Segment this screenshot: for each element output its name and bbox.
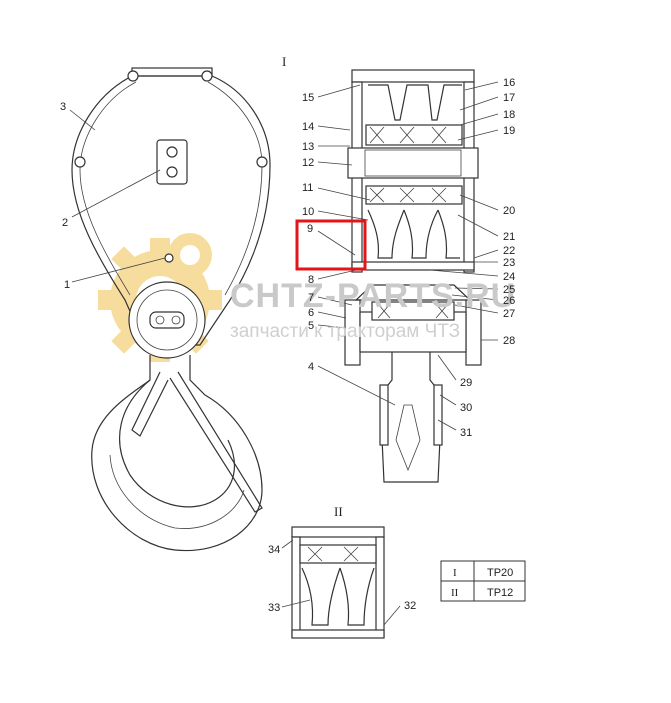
callout-23[interactable]: 23 [503,257,515,269]
legend-table: I ТР20 II ТР12 [440,560,526,602]
callout-26[interactable]: 26 [503,295,515,307]
callout-19[interactable]: 19 [503,125,515,137]
legend-row-2-model: ТР12 [487,587,513,599]
highlight-box [295,219,367,271]
callout-32[interactable]: 32 [404,600,416,612]
callout-13[interactable]: 13 [302,141,314,153]
callout-21[interactable]: 21 [503,231,515,243]
callout-numbers: 3 2 1 15 14 13 12 11 10 9 8 7 6 5 4 16 1… [60,77,515,614]
callout-20[interactable]: 20 [503,205,515,217]
callout-27[interactable]: 27 [503,308,515,320]
hook-block-side-view [71,67,271,552]
leader-lines [69,81,499,626]
callout-33[interactable]: 33 [268,602,280,614]
callout-30[interactable]: 30 [460,402,472,414]
section-label-1: I [282,54,286,69]
callout-14[interactable]: 14 [302,121,314,133]
legend-row-1-view: I [453,567,457,579]
callout-11[interactable]: 11 [302,182,313,194]
callout-2[interactable]: 2 [62,217,68,229]
callout-17[interactable]: 17 [503,92,515,104]
callout-7[interactable]: 7 [308,292,314,304]
callout-18[interactable]: 18 [503,109,515,121]
callout-10[interactable]: 10 [302,206,314,218]
callout-15[interactable]: 15 [302,92,314,104]
callout-9[interactable]: 9 [307,223,313,235]
callout-3[interactable]: 3 [60,101,66,113]
callout-24[interactable]: 24 [503,271,515,283]
callout-12[interactable]: 12 [302,157,314,169]
callout-22[interactable]: 22 [503,245,515,257]
sectional-view-2 [291,526,385,639]
watermark: CHTZ-PARTS.RU запчасти к тракторам ЧТЗ [230,277,516,342]
legend-row-2-view: II [451,587,459,599]
callout-31[interactable]: 31 [460,427,472,439]
callout-28[interactable]: 28 [503,335,515,347]
watermark-line1: CHTZ-PARTS.RU [230,277,516,315]
callout-4[interactable]: 4 [308,361,314,373]
callout-1[interactable]: 1 [64,279,70,291]
callout-29[interactable]: 29 [460,377,472,389]
callout-6[interactable]: 6 [308,307,314,319]
sectional-view-1 [344,69,482,483]
legend-row-1-model: ТР20 [487,567,513,579]
callout-16[interactable]: 16 [503,77,515,89]
callout-5[interactable]: 5 [308,320,314,332]
callout-25[interactable]: 25 [503,284,515,296]
callout-8[interactable]: 8 [308,274,314,286]
watermark-line2: запчасти к тракторам ЧТЗ [230,321,460,342]
section-label-2: II [334,504,343,519]
callout-34[interactable]: 34 [268,544,280,556]
